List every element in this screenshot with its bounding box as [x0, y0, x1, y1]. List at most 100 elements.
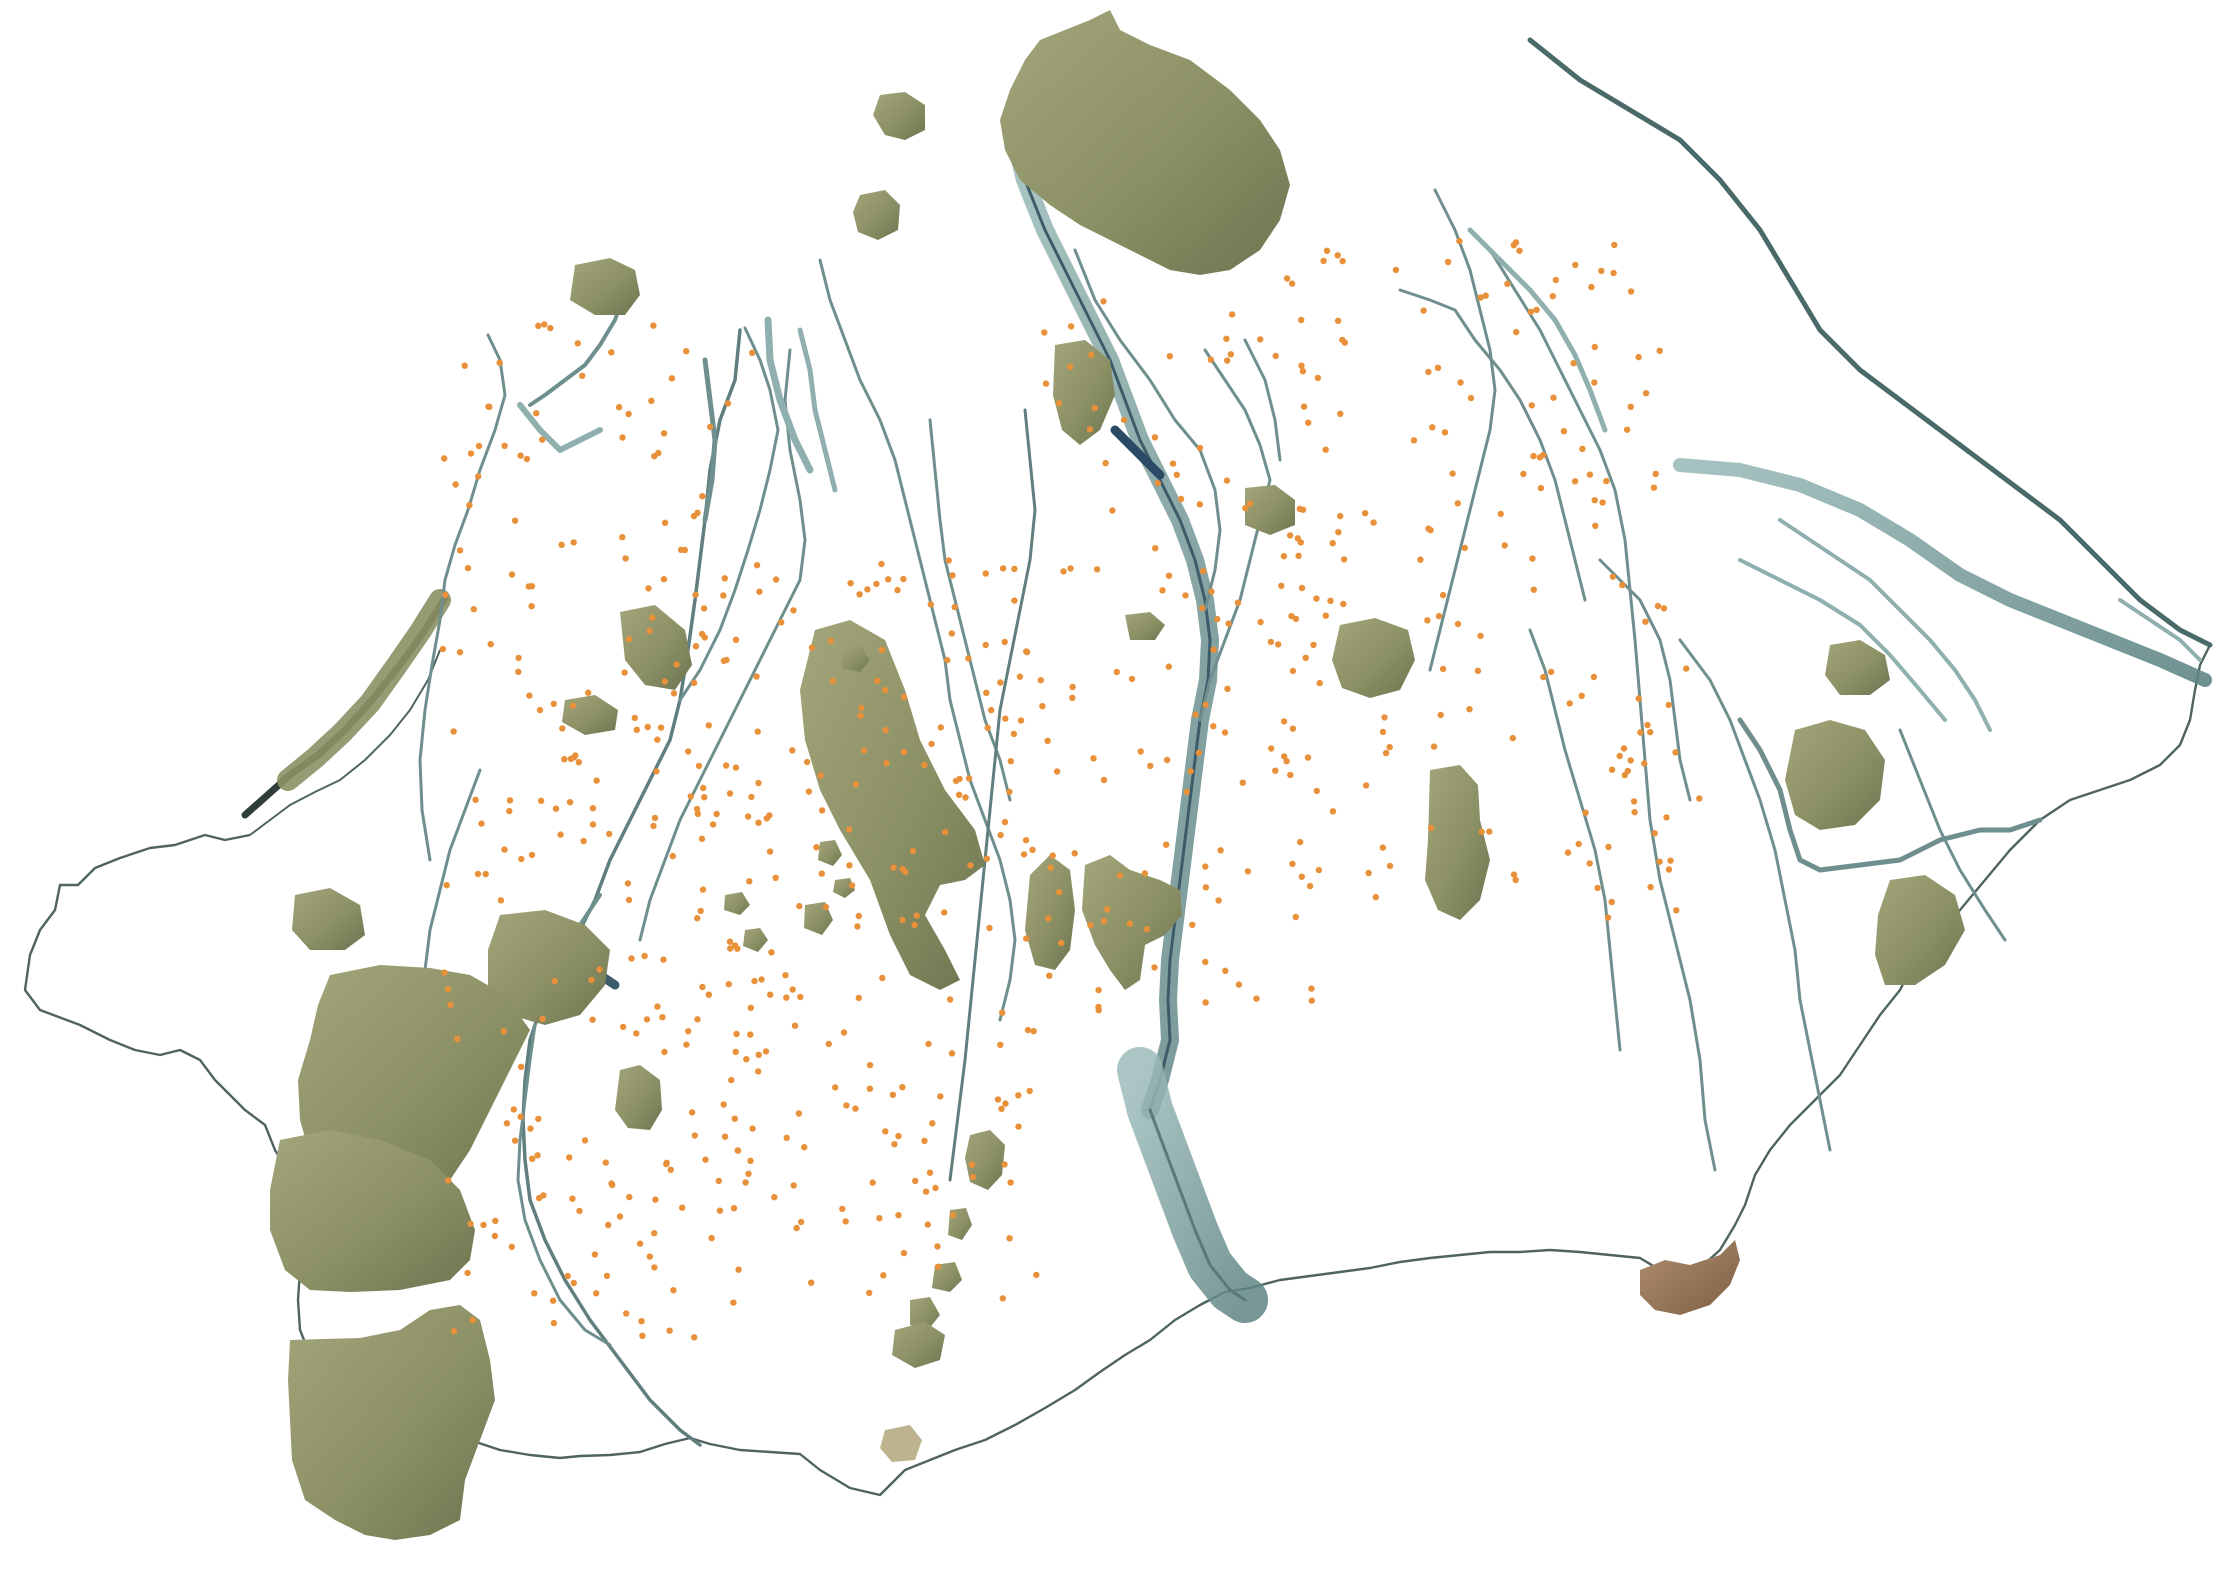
sample-point	[1320, 257, 1327, 264]
sample-point	[670, 690, 678, 697]
sample-point	[1280, 553, 1288, 560]
terrain-central-pair-1	[1025, 855, 1075, 970]
sample-point	[790, 607, 797, 614]
sample-point	[1045, 915, 1052, 922]
sample-point	[921, 761, 928, 769]
river-central-west	[638, 348, 807, 942]
sample-point	[735, 1266, 742, 1273]
river-central-east-1	[1073, 248, 1222, 612]
sample-point	[1029, 846, 1036, 853]
sample-point	[1287, 771, 1294, 779]
sample-point	[721, 575, 728, 582]
sample-point	[948, 630, 955, 637]
sample-point	[753, 673, 760, 680]
sample-point	[1007, 758, 1014, 765]
sample-point	[625, 896, 633, 904]
river-east-1	[1428, 188, 1497, 672]
sample-point	[864, 586, 871, 593]
sample-point	[535, 322, 542, 329]
sample-point	[567, 755, 575, 762]
sample-point	[503, 1120, 511, 1127]
volcanic-terrain-layer	[270, 10, 1965, 1540]
sample-point	[540, 1192, 547, 1199]
sample-point	[699, 886, 707, 893]
sample-point	[732, 764, 740, 771]
sample-point	[660, 576, 668, 583]
sample-point	[1246, 500, 1254, 507]
sample-point	[1599, 499, 1606, 506]
sample-point	[651, 1230, 658, 1237]
sample-point	[1257, 618, 1264, 626]
sample-point	[652, 1196, 659, 1203]
sample-point	[1513, 328, 1520, 336]
sample-point	[982, 570, 989, 577]
sample-point	[900, 575, 907, 583]
sample-point	[651, 453, 658, 460]
river-central	[818, 258, 1017, 1022]
sample-point	[628, 955, 635, 962]
sample-point	[1302, 654, 1309, 661]
sample-point	[1370, 519, 1377, 526]
sample-point	[880, 1272, 887, 1279]
sample-point	[1088, 351, 1095, 358]
terrain-nw-1	[570, 258, 640, 315]
terrain-chain-5	[892, 1322, 945, 1368]
sample-point	[485, 403, 492, 410]
sample-point	[730, 1299, 737, 1306]
sample-point	[1365, 869, 1372, 877]
sample-point	[1224, 357, 1231, 364]
sample-point	[866, 1061, 874, 1069]
sample-point	[450, 728, 457, 735]
river-far-east	[1527, 37, 2213, 648]
sample-point	[638, 1318, 645, 1325]
sample-point	[1536, 454, 1544, 461]
sample-point	[441, 969, 448, 976]
sample-point	[525, 583, 532, 590]
sample-point	[1439, 665, 1447, 673]
river-east-5	[1528, 628, 1622, 1052]
sample-point	[529, 1155, 536, 1163]
sample-point	[1586, 471, 1594, 478]
sample-point	[1295, 552, 1302, 559]
sample-point	[1159, 587, 1166, 594]
sample-point	[755, 819, 762, 826]
sample-point	[1283, 275, 1291, 282]
sample-point	[1619, 581, 1626, 589]
sample-point	[1474, 667, 1482, 674]
sample-point	[445, 1177, 452, 1184]
sample-point	[1239, 779, 1247, 786]
sample-point	[633, 1030, 640, 1037]
sample-point	[902, 868, 909, 876]
sample-point	[570, 539, 577, 546]
sample-point	[1177, 495, 1185, 503]
river-sw-1	[516, 1023, 612, 1347]
sample-point	[1033, 1271, 1040, 1279]
sample-point	[1007, 1179, 1014, 1186]
sample-point	[942, 828, 949, 836]
sample-point	[1591, 343, 1599, 351]
terrain-mid-west-2	[562, 695, 618, 735]
sample-point	[661, 519, 669, 526]
sample-point	[742, 1179, 749, 1186]
sample-point	[1151, 434, 1159, 441]
terrain-mid-west-1	[620, 605, 692, 690]
sample-point	[1006, 788, 1013, 795]
sample-point	[1512, 239, 1520, 246]
sample-point	[748, 793, 755, 801]
sample-point	[1467, 394, 1475, 402]
river-far-east-valley	[1673, 458, 2212, 687]
sample-point	[720, 1101, 727, 1108]
sample-point	[572, 752, 579, 759]
sample-point	[899, 916, 906, 924]
sample-point	[1280, 718, 1288, 725]
terrain-central-ridge	[800, 620, 985, 990]
sample-point	[1058, 939, 1065, 947]
sample-point	[1340, 600, 1347, 608]
sample-point	[644, 723, 651, 731]
terrain-far-east-2	[1785, 720, 1885, 830]
sample-point	[1011, 597, 1018, 604]
sample-point	[1225, 620, 1232, 627]
sample-point	[749, 1125, 756, 1132]
sample-point	[1444, 258, 1452, 266]
